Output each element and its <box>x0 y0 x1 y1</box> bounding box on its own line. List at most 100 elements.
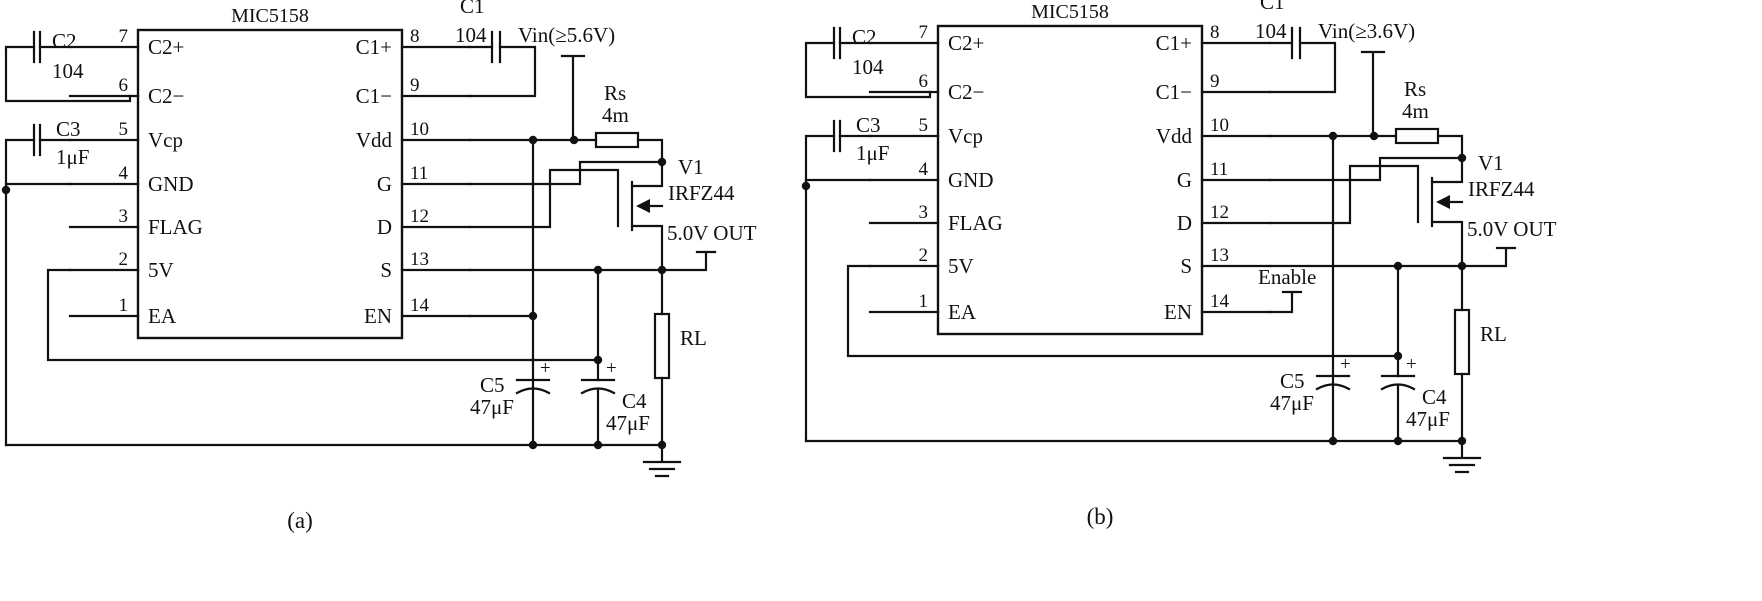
rs-label: Rs <box>1404 77 1426 101</box>
rs-body <box>594 131 640 149</box>
c4-plus: + <box>606 358 617 379</box>
mosfet-label: V1 <box>1478 151 1504 175</box>
fet-arrow <box>1436 195 1450 209</box>
pin-number: 7 <box>119 26 129 47</box>
pin-number: 12 <box>410 206 429 227</box>
c4-value: 47μF <box>1406 407 1450 431</box>
c4-value: 47μF <box>606 411 650 435</box>
vdd-wire <box>1268 134 1464 160</box>
net-output: 5.0V OUT <box>468 221 757 275</box>
pin-number: 1 <box>119 295 129 316</box>
pin-name: EN <box>364 304 392 328</box>
c5-plus: + <box>1340 354 1351 375</box>
pin-number: 9 <box>1210 71 1220 92</box>
drain-sense-wire <box>1268 156 1464 182</box>
pin-name: G <box>1177 168 1192 192</box>
c5-plus: + <box>540 358 551 379</box>
c2-plates <box>32 30 42 64</box>
rl-body <box>1453 308 1471 376</box>
ground-symbol <box>642 460 682 478</box>
pin-name: S <box>1180 254 1192 278</box>
rl-label: RL <box>1480 322 1507 346</box>
c3-plates <box>32 123 42 157</box>
ground-symbol <box>1442 456 1482 474</box>
output-label: 5.0V OUT <box>667 221 757 245</box>
pin-number: 8 <box>410 26 420 47</box>
pin-number: 11 <box>410 163 428 184</box>
pin-name: 5V <box>948 254 974 278</box>
vin-wire <box>560 54 586 142</box>
fet-leads <box>1430 156 1464 268</box>
pin-number: 3 <box>119 206 129 227</box>
c4-plus: + <box>1406 354 1417 375</box>
mosfet-label: V1 <box>678 155 704 179</box>
pin-name: GND <box>148 172 194 196</box>
c2-label: C2 <box>852 25 877 49</box>
c3-wire <box>4 138 72 447</box>
pin-name: Vcp <box>948 124 983 148</box>
c2-wire <box>804 41 932 99</box>
source-wire <box>1268 246 1517 268</box>
pin-number: 4 <box>119 163 129 184</box>
gate-wire <box>1268 164 1420 225</box>
pin-number: 10 <box>410 119 429 140</box>
figure-caption: (a) <box>287 508 313 533</box>
pin-number: 6 <box>919 71 929 92</box>
c4-label: C4 <box>1422 385 1447 409</box>
c3-value: 1μF <box>856 141 889 165</box>
rs-value: 4m <box>602 103 629 127</box>
pin-number: 14 <box>410 295 430 316</box>
pin-name: C1− <box>1156 80 1192 104</box>
junction-dot <box>801 181 811 191</box>
pin-number: 5 <box>919 115 929 136</box>
pin-number: 11 <box>1210 159 1228 180</box>
enable-label: Enable <box>1258 265 1316 289</box>
c5-value: 47μF <box>470 395 514 419</box>
c3-wire <box>804 134 872 443</box>
c2-plates <box>832 26 842 60</box>
pin-name: C2− <box>948 80 984 104</box>
rs-value: 4m <box>1402 99 1429 123</box>
pin-number: 14 <box>1210 291 1230 312</box>
vin-terminal: Vin(≥5.6V) <box>518 23 615 142</box>
c5-plate-neg <box>515 387 551 395</box>
c2-value: 104 <box>852 55 884 79</box>
vin-label: Vin(≥5.6V) <box>518 23 615 47</box>
pin-name: Vcp <box>148 128 183 152</box>
5v-wire <box>46 268 600 362</box>
c4-plate-neg <box>580 387 616 395</box>
c1-wire <box>468 45 537 98</box>
junction-dot <box>528 311 538 321</box>
pin-name: G <box>377 172 392 196</box>
rs-body <box>1394 127 1440 145</box>
c3-value: 1μF <box>56 145 89 169</box>
pin-number: 2 <box>119 249 129 270</box>
source-wire <box>468 250 717 272</box>
resistor-rl: RL <box>653 268 707 450</box>
c2-value: 104 <box>52 59 84 83</box>
c4-plate-neg <box>1380 383 1416 391</box>
ground-bus-wire <box>4 443 664 462</box>
c3-plates <box>832 119 842 153</box>
enable-pin <box>468 311 538 321</box>
c1-label: C1 <box>1260 0 1285 14</box>
pin-name: C2+ <box>948 31 984 55</box>
pin-name: EN <box>1164 300 1192 324</box>
net-vdd <box>1268 131 1464 443</box>
pin-name: D <box>377 215 392 239</box>
junction-dot <box>1328 436 1338 446</box>
mosfet-part: IRFZ44 <box>668 181 735 205</box>
output-label: 5.0V OUT <box>1467 217 1557 241</box>
net-5v <box>46 268 600 362</box>
